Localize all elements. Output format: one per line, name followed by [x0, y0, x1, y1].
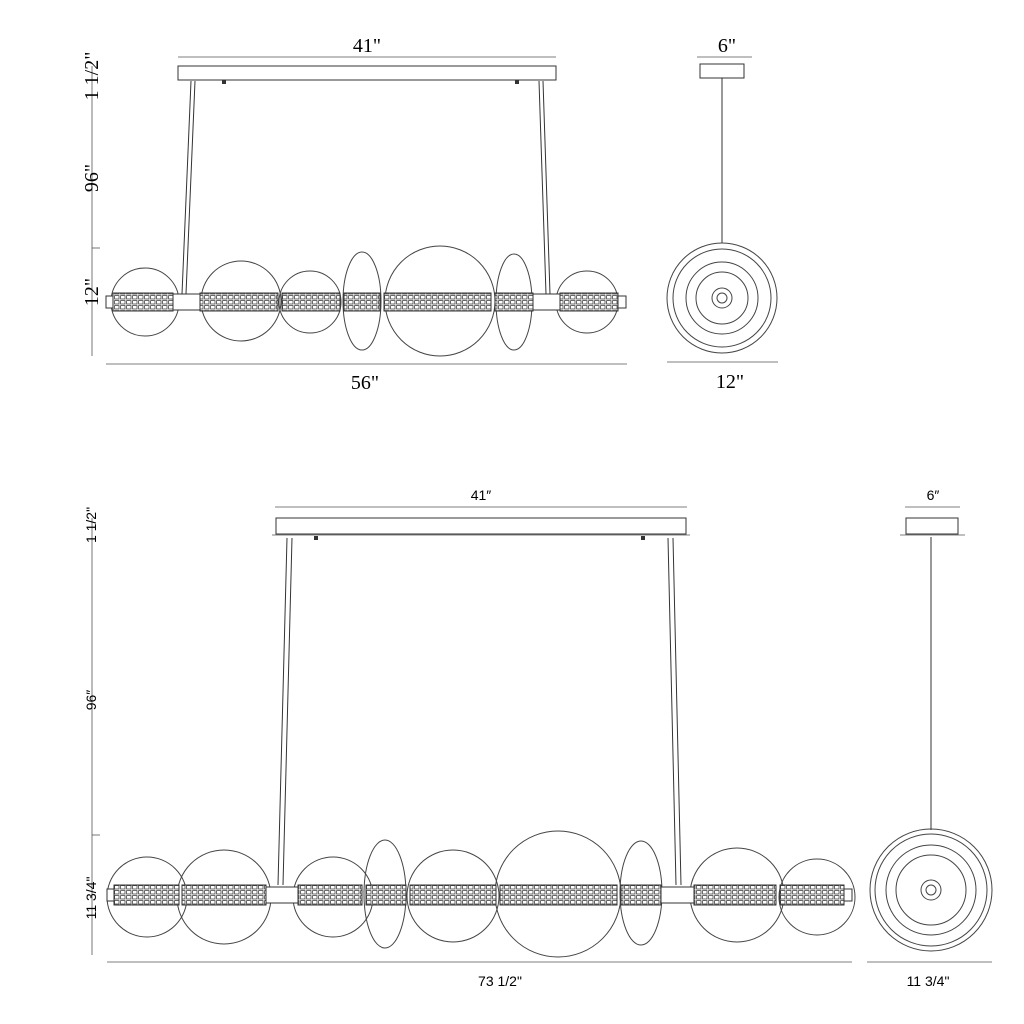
- bottom-mesh-tube: [113, 884, 180, 906]
- bottom-mesh-tube: [365, 884, 407, 906]
- bottom-side-canopy: [905, 517, 959, 535]
- bottom-mesh-tube: [620, 884, 662, 906]
- bottom-glass-disc: [406, 849, 500, 943]
- top-canopy-length-label: 41": [353, 35, 381, 57]
- top-glass-disc: [278, 270, 342, 334]
- top-glass-disc-edge: [342, 251, 382, 351]
- bottom-fixture-height-label: 11 3/4": [83, 877, 99, 920]
- bottom-side-ring: [885, 844, 977, 936]
- bottom-canopy-length-label: 41″: [471, 487, 492, 503]
- top-side-ring: [711, 287, 733, 309]
- bottom-side-view: 6″ 11 3/4": [867, 487, 993, 989]
- top-side-diameter-label: 12": [716, 371, 744, 393]
- bottom-connector: [265, 886, 299, 904]
- bottom-rod-right: [667, 537, 682, 886]
- bottom-canopy-height-label: 1 1/2": [83, 507, 99, 543]
- bottom-drop-label: 96″: [83, 690, 99, 711]
- bottom-mesh-tube: [409, 884, 497, 906]
- bottom-front-view: 41″ 1 1/2" 96″: [83, 487, 856, 989]
- top-connector: [532, 293, 561, 311]
- bottom-side-canopy-label: 6″: [927, 487, 940, 503]
- top-mesh-tube: [494, 292, 534, 312]
- top-side-ring: [666, 242, 778, 354]
- bottom-side-diameter-label: 11 3/4": [907, 973, 950, 989]
- top-mesh-tube: [383, 292, 492, 312]
- top-rod-right: [538, 80, 551, 295]
- top-canopy-height-label: 1 1/2": [81, 52, 103, 101]
- bottom-canopy-mount-left: [314, 536, 318, 540]
- top-side-ring: [672, 248, 772, 348]
- top-mesh-tube: [112, 292, 174, 312]
- top-overall-length-label: 56": [351, 372, 379, 394]
- top-side-canopy: [699, 63, 745, 79]
- top-canopy-mount-left: [222, 80, 226, 84]
- bottom-side-ring: [920, 879, 942, 901]
- top-side-ring: [695, 271, 749, 325]
- bottom-canopy: [275, 517, 687, 535]
- top-front-view: 41" 1 1/2" 96" 12": [81, 35, 627, 394]
- bottom-mesh-tube: [779, 884, 845, 906]
- bottom-connector: [660, 886, 695, 904]
- bottom-end-cap: [106, 888, 115, 902]
- bottom-overall-length-label: 73 1/2": [478, 973, 522, 989]
- bottom-mesh-tube: [499, 884, 618, 906]
- bottom-rod-left: [277, 537, 293, 886]
- top-mesh-tube: [343, 292, 381, 312]
- top-side-canopy-label: 6": [718, 35, 736, 57]
- bottom-mesh-tube: [181, 884, 267, 906]
- top-drop-label: 96": [81, 164, 103, 192]
- top-side-ring: [685, 261, 759, 335]
- bottom-side-ring: [869, 828, 993, 952]
- top-mesh-tube: [281, 292, 341, 312]
- top-end-cap: [617, 295, 627, 309]
- bottom-canopy-mount-right: [641, 536, 645, 540]
- top-side-ring: [716, 292, 728, 304]
- bottom-side-ring: [874, 833, 988, 947]
- bottom-mesh-tube: [297, 884, 363, 906]
- bottom-end-cap: [843, 888, 853, 902]
- top-side-view: 6" 12": [666, 35, 778, 393]
- top-mesh-tube: [199, 292, 279, 312]
- bottom-side-ring: [895, 854, 967, 926]
- top-fixture-height-label: 12": [81, 278, 103, 306]
- top-canopy-mount-right: [515, 80, 519, 84]
- top-end-cap: [105, 295, 114, 309]
- bottom-side-ring: [925, 884, 937, 896]
- top-rod-left: [181, 80, 196, 295]
- top-connector: [172, 293, 201, 311]
- bottom-mesh-tube: [693, 884, 777, 906]
- top-mesh-tube: [559, 292, 619, 312]
- bottom-glass-disc: [778, 858, 856, 936]
- top-canopy: [177, 65, 557, 81]
